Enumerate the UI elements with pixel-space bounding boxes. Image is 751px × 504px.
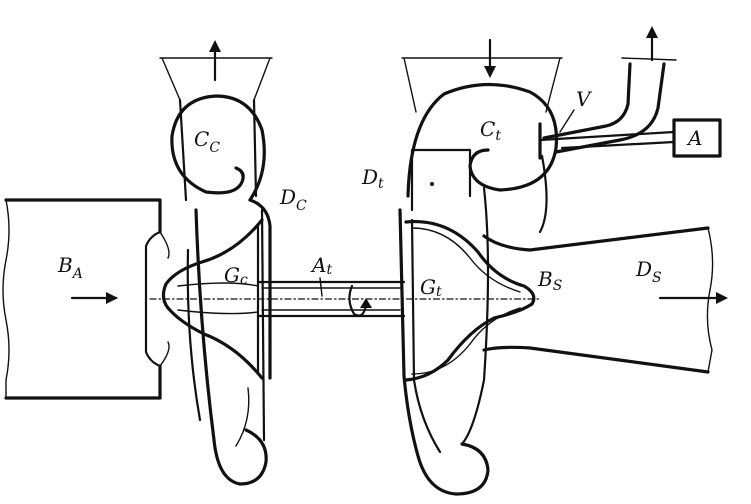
exhaust-diffuser	[482, 226, 714, 374]
exhaust-flow-arrow	[658, 292, 728, 304]
label-bypass-valve: V	[576, 87, 593, 111]
turbine-inlet-arrow	[484, 38, 496, 78]
label-compressor-wheel: Gc	[224, 263, 248, 288]
diffuser-marker-dot	[430, 182, 434, 186]
actuator-box	[672, 118, 722, 158]
label-exhaust-inlet: BS	[537, 267, 562, 294]
label-shaft: At	[310, 253, 332, 278]
rotation-arrow	[348, 284, 372, 317]
compressor-housing	[159, 57, 273, 486]
wastegate-outlet-arrow	[646, 26, 658, 62]
label-compressor-volute: CC	[194, 127, 220, 156]
actuator-rod	[538, 130, 676, 150]
label-turbine-wheel: Gt	[420, 275, 442, 300]
label-turbine-volute: Ct	[480, 117, 501, 144]
label-actuator: A	[686, 126, 702, 150]
turbine-wheel	[404, 219, 536, 382]
compressor-outlet-arrow	[209, 40, 221, 82]
valve-leader	[559, 109, 575, 133]
label-turbine-diffuser: Dt	[361, 165, 384, 192]
shaft-leader	[319, 277, 323, 297]
label-air-filter: BA	[57, 253, 83, 282]
label-compressor-diffuser: DC	[279, 185, 307, 214]
label-exhaust-outlet: DS	[635, 257, 662, 286]
air-intake-housing	[2, 198, 170, 400]
intake-flow-arrow	[70, 292, 118, 304]
shaft	[149, 280, 541, 318]
